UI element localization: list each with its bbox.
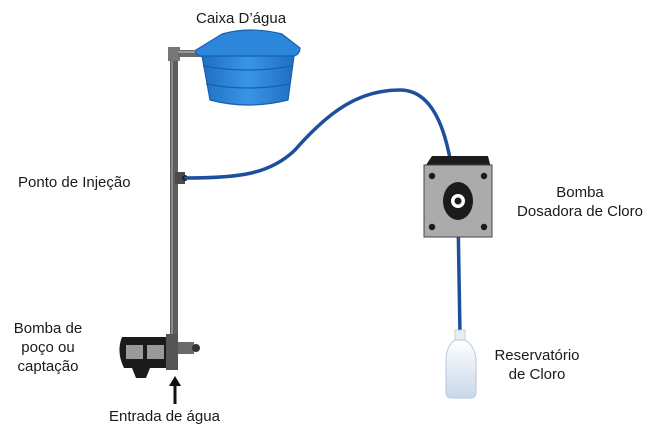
label-entrada-agua: Entrada de água	[109, 408, 220, 425]
label-reservatorio: Reservatório de Cloro	[484, 346, 590, 384]
well-pump	[119, 334, 200, 378]
chlorine-hose	[184, 88, 457, 192]
label-bomba-poco-line2: poço ou	[21, 339, 75, 356]
feed-pipe	[168, 47, 208, 352]
label-bomba-poco-line3: captação	[17, 358, 79, 375]
label-ponto-injecao: Ponto de Injeção	[18, 174, 131, 191]
label-bomba-dosadora: Bomba Dosadora de Cloro	[505, 183, 653, 221]
dosing-pump	[423, 156, 493, 238]
label-caixa: Caixa D’água	[196, 10, 287, 27]
label-bomba-poco-line1: Bomba de	[13, 320, 83, 337]
label-reservatorio-line2: de Cloro	[508, 366, 566, 383]
chlorine-reservoir	[445, 329, 477, 399]
label-bomba-dosadora-line2: Dosadora de Cloro	[517, 203, 643, 220]
label-reservatorio-line1: Reservatório	[494, 347, 580, 364]
water-tank	[194, 29, 301, 106]
label-bomba-dosadora-line1: Bomba	[556, 184, 604, 201]
water-inlet-arrow	[169, 376, 181, 404]
label-bomba-poco: Bomba de poço ou captação	[4, 319, 92, 376]
